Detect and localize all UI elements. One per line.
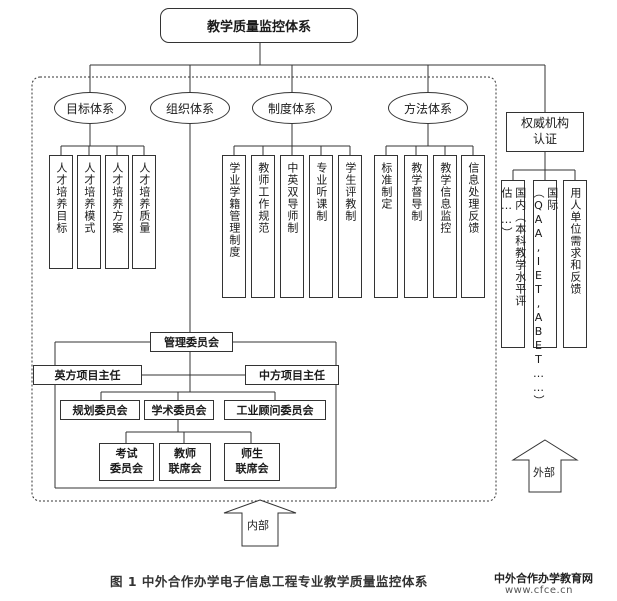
authority-box: 权威机构 认证 (506, 112, 584, 152)
goal-item: 人才培养方案 (105, 155, 129, 269)
org-label: 组织体系 (165, 101, 214, 116)
title-box: 教学质量监控体系 (160, 8, 358, 43)
industry-committee-label: 工业顾问委员会 (236, 404, 314, 417)
watermark-url: www.cfce.cn (505, 585, 573, 596)
method-item: 教学督导制 (404, 155, 428, 298)
system-item-text: 学业学籍管理制度 (227, 162, 241, 258)
method-label: 方法体系 (403, 101, 452, 116)
management-committee-box: 管理委员会 (150, 332, 233, 352)
method-item: 信息处理反馈 (461, 155, 485, 298)
method-item-text: 标准制定 (379, 162, 393, 210)
authority-item-text: 国内（本科教学水平评估……） (500, 187, 527, 307)
planning-committee-label: 规划委员会 (72, 404, 128, 417)
exam-committee-box: 考试 委员会 (99, 443, 154, 481)
title-text: 教学质量监控体系 (206, 20, 311, 35)
system-item: 学生评教制 (338, 155, 362, 298)
goal-item-text: 人才培养模式 (82, 162, 96, 234)
system-item: 教师工作规范 (251, 155, 275, 298)
industry-committee-box: 工业顾问委员会 (224, 400, 326, 420)
teacher-council-label: 教师 联席会 (168, 447, 202, 475)
student-council-label: 师生 联席会 (235, 447, 269, 475)
figure-caption: 图 1 中外合作办学电子信息工程专业教学质量监控体系 (110, 574, 428, 589)
watermark-site-name: 中外合作办学教育网 (494, 572, 593, 585)
cn-director-box: 中方项目主任 (245, 365, 339, 385)
system-item: 学业学籍管理制度 (222, 155, 246, 298)
system-ellipse: 制度体系 (252, 92, 332, 124)
method-ellipse: 方法体系 (388, 92, 468, 124)
academic-committee-box: 学术委员会 (144, 400, 214, 420)
system-item: 专业听课制 (309, 155, 333, 298)
method-item-text: 教学信息监控 (438, 162, 452, 234)
system-item: 中英双导师制 (280, 155, 304, 298)
goal-item: 人才培养目标 (49, 155, 73, 269)
teacher-council-box: 教师 联席会 (159, 443, 211, 481)
internal-arrow (223, 499, 297, 547)
planning-committee-box: 规划委员会 (60, 400, 140, 420)
authority-item: 国际（QAA,IET,ABET……） (532, 180, 559, 407)
method-item: 标准制定 (374, 155, 398, 298)
management-committee-label: 管理委员会 (164, 336, 219, 349)
system-item-text: 中英双导师制 (285, 162, 299, 234)
method-item-text: 教学督导制 (409, 162, 423, 222)
method-item: 教学信息监控 (433, 155, 457, 298)
system-item-text: 学生评教制 (343, 162, 357, 222)
system-label: 制度体系 (267, 101, 316, 116)
external-arrow (511, 439, 579, 493)
method-item-text: 信息处理反馈 (466, 162, 480, 234)
org-ellipse: 组织体系 (150, 92, 230, 124)
system-item-text: 专业听课制 (314, 162, 328, 222)
academic-committee-label: 学术委员会 (151, 404, 207, 417)
authority-item-text: 用人单位需求和反馈 (568, 187, 582, 295)
internal-label: 内部 (247, 519, 269, 532)
goal-item-text: 人才培养方案 (110, 162, 124, 234)
system-item-text: 教师工作规范 (256, 162, 270, 234)
uk-director-box: 英方项目主任 (33, 365, 142, 385)
authority-item-text: 国际（QAA,IET,ABET……） (532, 187, 559, 407)
goal-ellipse: 目标体系 (54, 92, 126, 124)
goal-item: 人才培养模式 (77, 155, 101, 269)
goal-item-text: 人才培养质量 (137, 162, 151, 234)
student-council-box: 师生 联席会 (224, 443, 280, 481)
goal-label: 目标体系 (65, 101, 114, 116)
authority-item: 用人单位需求和反馈 (563, 180, 587, 348)
goal-item-text: 人才培养目标 (54, 162, 68, 234)
authority-label: 权威机构 认证 (520, 116, 569, 146)
authority-item: 国内（本科教学水平评估……） (500, 180, 527, 348)
exam-committee-label: 考试 委员会 (110, 447, 143, 475)
uk-director-label: 英方项目主任 (54, 369, 121, 382)
cn-director-label: 中方项目主任 (259, 369, 325, 382)
external-label: 外部 (533, 466, 555, 479)
goal-item: 人才培养质量 (132, 155, 156, 269)
